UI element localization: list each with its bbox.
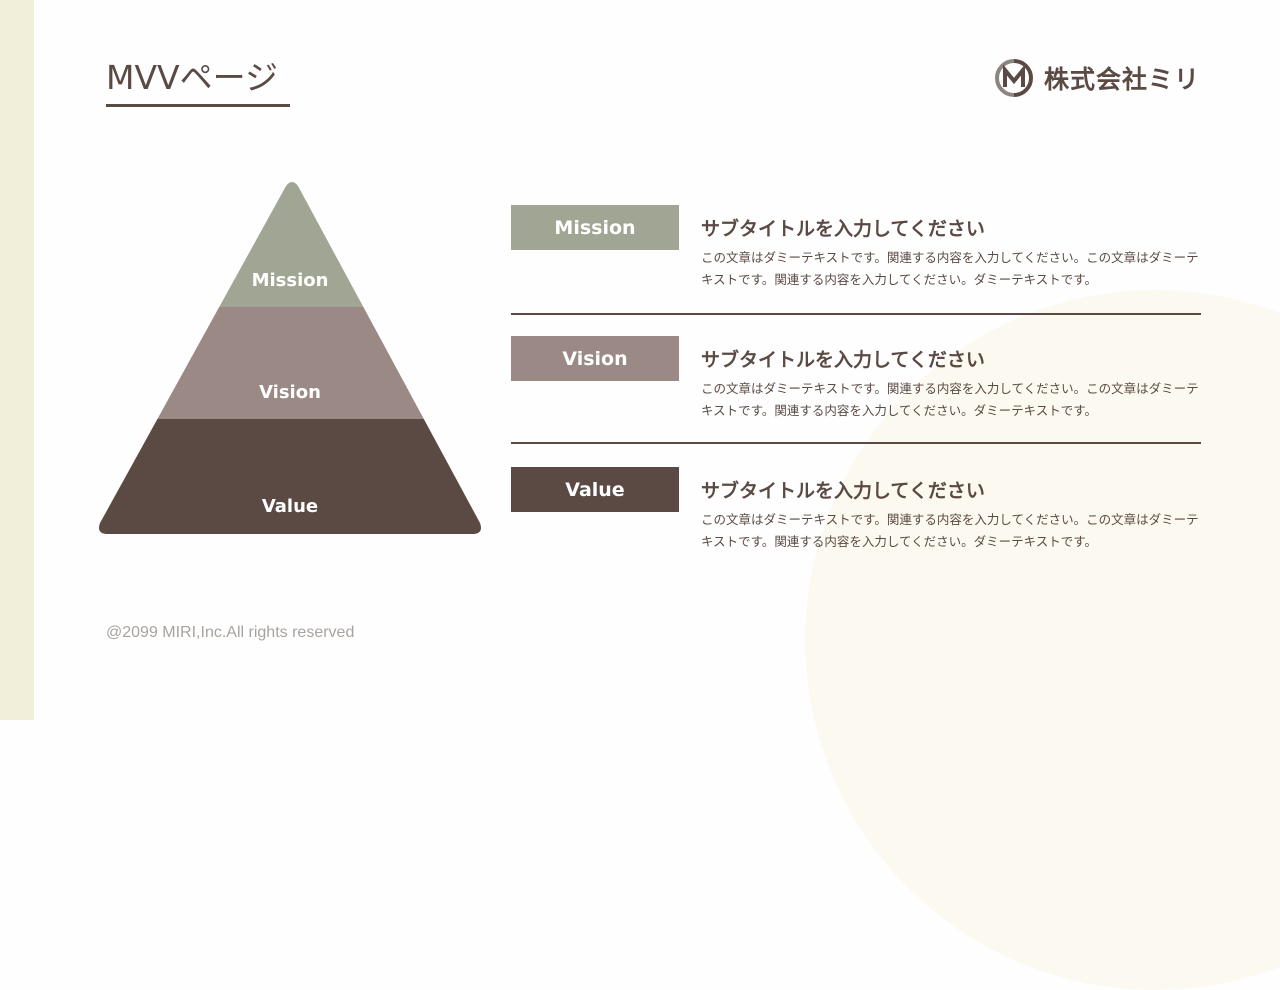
row-subtitle: サブタイトルを入力してください (701, 218, 985, 240)
title-underline (106, 104, 290, 107)
pyramid-shape (99, 182, 481, 534)
tag-mission: Mission (511, 205, 679, 250)
company-logo: 株式会社ミリ (994, 58, 1200, 98)
page-header: MVVページ (106, 56, 290, 107)
company-name: 株式会社ミリ (1044, 65, 1201, 94)
pyramid-label-value: Value (261, 496, 319, 517)
page-title: MVVページ (106, 58, 278, 97)
pyramid-label-vision: Vision (259, 382, 321, 403)
row-subtitle: サブタイトルを入力してください (701, 349, 985, 371)
logo-m-icon (995, 59, 1033, 97)
tag-vision: Vision (511, 336, 679, 381)
row-description: この文章はダミーテキストです。関連する内容を入力してください。この文章はダミーテ… (701, 381, 1199, 418)
row-subtitle: サブタイトルを入力してください (701, 480, 985, 502)
tag-value: Value (511, 467, 679, 512)
left-accent-bar (0, 0, 34, 720)
row-description: この文章はダミーテキストです。関連する内容を入力してください。この文章はダミーテ… (701, 512, 1199, 549)
row-description: この文章はダミーテキストです。関連する内容を入力してください。この文章はダミーテ… (701, 250, 1199, 287)
pyramid-label-mission: Mission (251, 270, 329, 291)
pyramid-level-value (99, 419, 481, 534)
mvv-pyramid: Mission Vision Value (98, 182, 482, 534)
copyright-footer: @2099 MIRI,Inc.All rights reserved (106, 624, 355, 641)
row-divider (511, 313, 1201, 315)
row-divider (511, 442, 1201, 444)
